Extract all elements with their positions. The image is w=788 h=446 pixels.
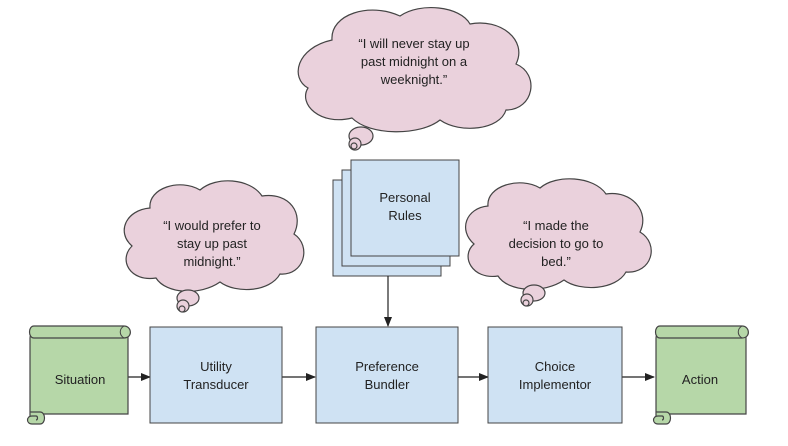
scroll-top-curl-inner [119, 325, 125, 339]
cloud-shape [465, 178, 652, 290]
thought-cloud-top: “I will never stay up past midnight on a… [297, 6, 532, 151]
rules-page-front [350, 159, 460, 257]
cloud-shape [123, 180, 305, 292]
thought-right-line2: decision to go to [509, 236, 604, 251]
thought-bubble-small [350, 142, 358, 150]
personal-rules-stack: Personal Rules [332, 159, 460, 277]
utility-transducer-line2: Transducer [183, 377, 249, 392]
preference-bundler-line2: Bundler [365, 377, 410, 392]
thought-bubble-small [522, 299, 530, 307]
thought-cloud-left: “I would prefer to stay up past midnight… [123, 180, 305, 313]
personal-rules-line2: Rules [388, 208, 422, 223]
choice-implementor-line2: Implementor [519, 377, 592, 392]
personal-rules-line1: Personal [379, 190, 430, 205]
box-shape [315, 326, 459, 424]
utility-transducer-box: Utility Transducer [149, 326, 283, 424]
thought-right-line3: bed.” [541, 254, 571, 269]
scroll-bottom-curl [26, 411, 46, 425]
action-label: Action [682, 372, 718, 387]
thought-right-line1: “I made the [523, 218, 589, 233]
thought-left-line1: “I would prefer to [163, 218, 261, 233]
utility-transducer-line1: Utility [200, 359, 232, 374]
scroll-bottom-curl [652, 411, 672, 425]
thought-cloud-right: “I made the decision to go to bed.” [465, 178, 652, 307]
choice-implementor-line1: Choice [535, 359, 575, 374]
preference-bundler-line1: Preference [355, 359, 419, 374]
choice-implementor-box: Choice Implementor [487, 326, 623, 424]
thought-top-line3: weeknight.” [380, 72, 447, 87]
thought-bubble-small [178, 305, 186, 313]
cloud-shape [297, 6, 532, 133]
preference-bundler-box: Preference Bundler [315, 326, 459, 424]
box-shape [149, 326, 283, 424]
thought-top-line2: past midnight on a [361, 54, 468, 69]
box-shape [487, 326, 623, 424]
scroll-top-curl [28, 325, 131, 339]
scroll-top-curl [654, 325, 749, 339]
action-scroll: Action [652, 325, 749, 425]
thought-left-line2: stay up past [177, 236, 247, 251]
thought-left-line3: midnight.” [183, 254, 240, 269]
thought-top-line1: “I will never stay up [358, 36, 469, 51]
scroll-top-curl-inner [737, 325, 743, 339]
situation-label: Situation [55, 372, 106, 387]
situation-scroll: Situation [26, 325, 131, 425]
